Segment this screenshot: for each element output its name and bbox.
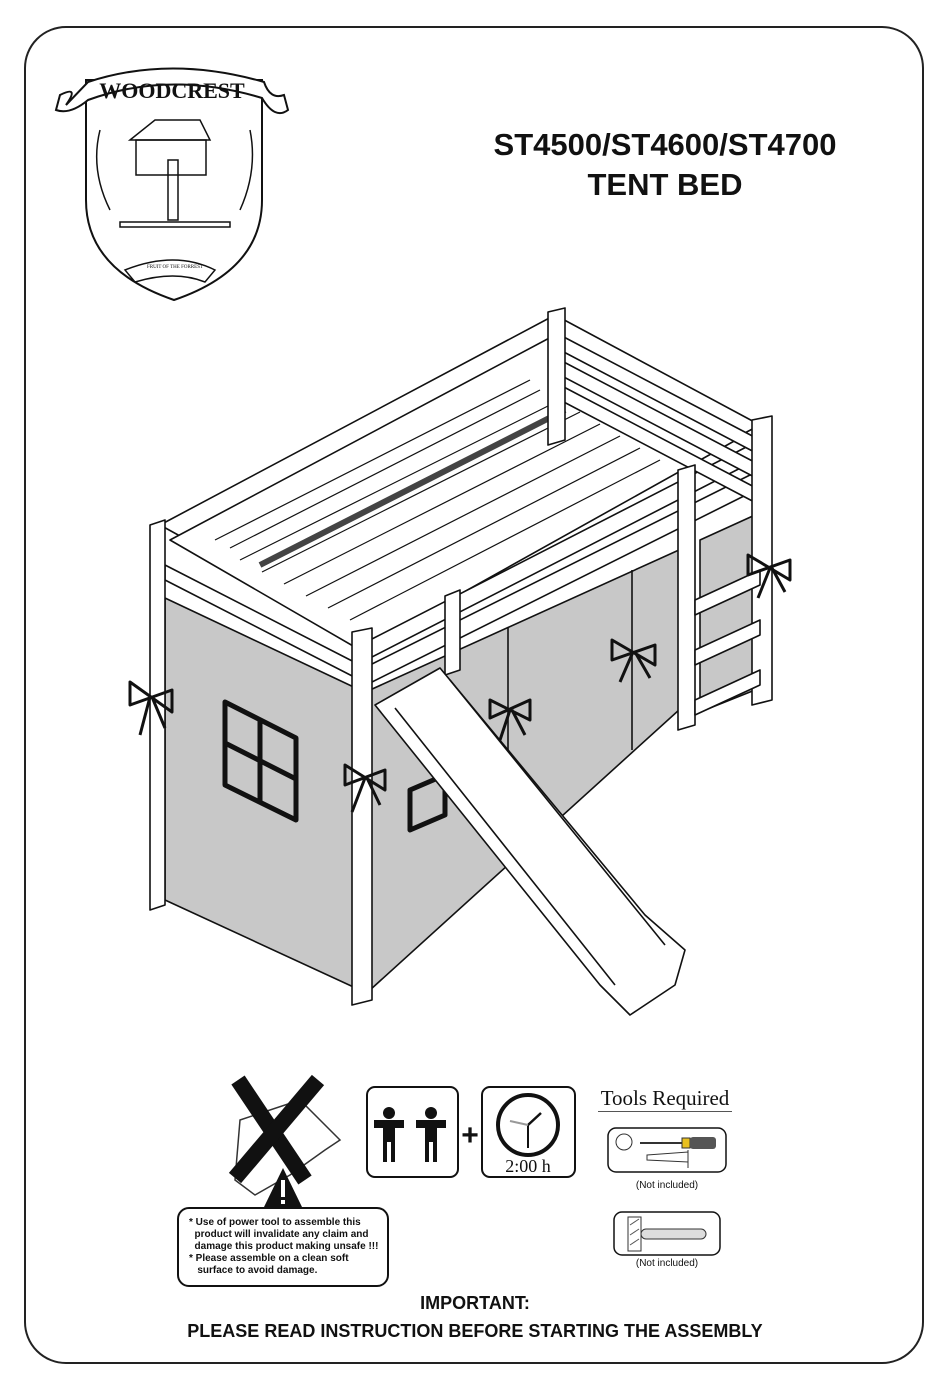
hammer-icon	[627, 1216, 707, 1252]
read-instructions-notice: PLEASE READ INSTRUCTION BEFORE STARTING …	[187, 1321, 763, 1341]
warning-icon	[264, 1168, 302, 1207]
screwdriver-icon	[615, 1133, 716, 1151]
page-border	[24, 26, 924, 1364]
logo-brand: WOODCREST	[99, 78, 245, 103]
no-power-tool-icon	[228, 1074, 342, 1196]
logo-motto: FRUIT OF THE FORREST	[147, 265, 203, 270]
power-tool-warning: * Use of power tool to assemble this pro…	[177, 1207, 389, 1287]
warning-line: damage this product making unsafe !!!	[189, 1241, 379, 1252]
warning-line: surface to avoid damage.	[189, 1265, 318, 1276]
warning-line: * Use of power tool to assemble this	[189, 1217, 361, 1228]
curtain-window	[222, 699, 299, 823]
pliers-icon	[646, 1150, 689, 1168]
not-included-note: (Not included)	[635, 1258, 699, 1269]
post-front-left	[149, 519, 166, 911]
ladder	[677, 464, 761, 731]
model-numbers: ST4500/ST4600/ST4700	[493, 127, 837, 162]
slide	[374, 667, 686, 1016]
tools-required-title: Tools Required	[598, 1086, 732, 1112]
warning-line: product will invalidate any claim and	[189, 1229, 369, 1240]
plus-sign: +	[461, 1119, 479, 1152]
two-people-icon	[366, 1086, 459, 1178]
post-front-right	[351, 627, 373, 1006]
warning-line: * Please assemble on a clean soft	[189, 1253, 349, 1264]
not-included-note: (Not included)	[635, 1180, 699, 1191]
curtain-ties	[128, 553, 792, 813]
assembly-time: 2:00 h	[505, 1156, 551, 1176]
woodcrest-logo	[54, 67, 290, 302]
tent-bed-illustration	[128, 307, 792, 1016]
center-support	[258, 407, 567, 568]
important-heading: IMPORTANT:	[420, 1293, 530, 1313]
post-back-left	[547, 307, 566, 446]
product-name: TENT BED	[587, 167, 743, 202]
